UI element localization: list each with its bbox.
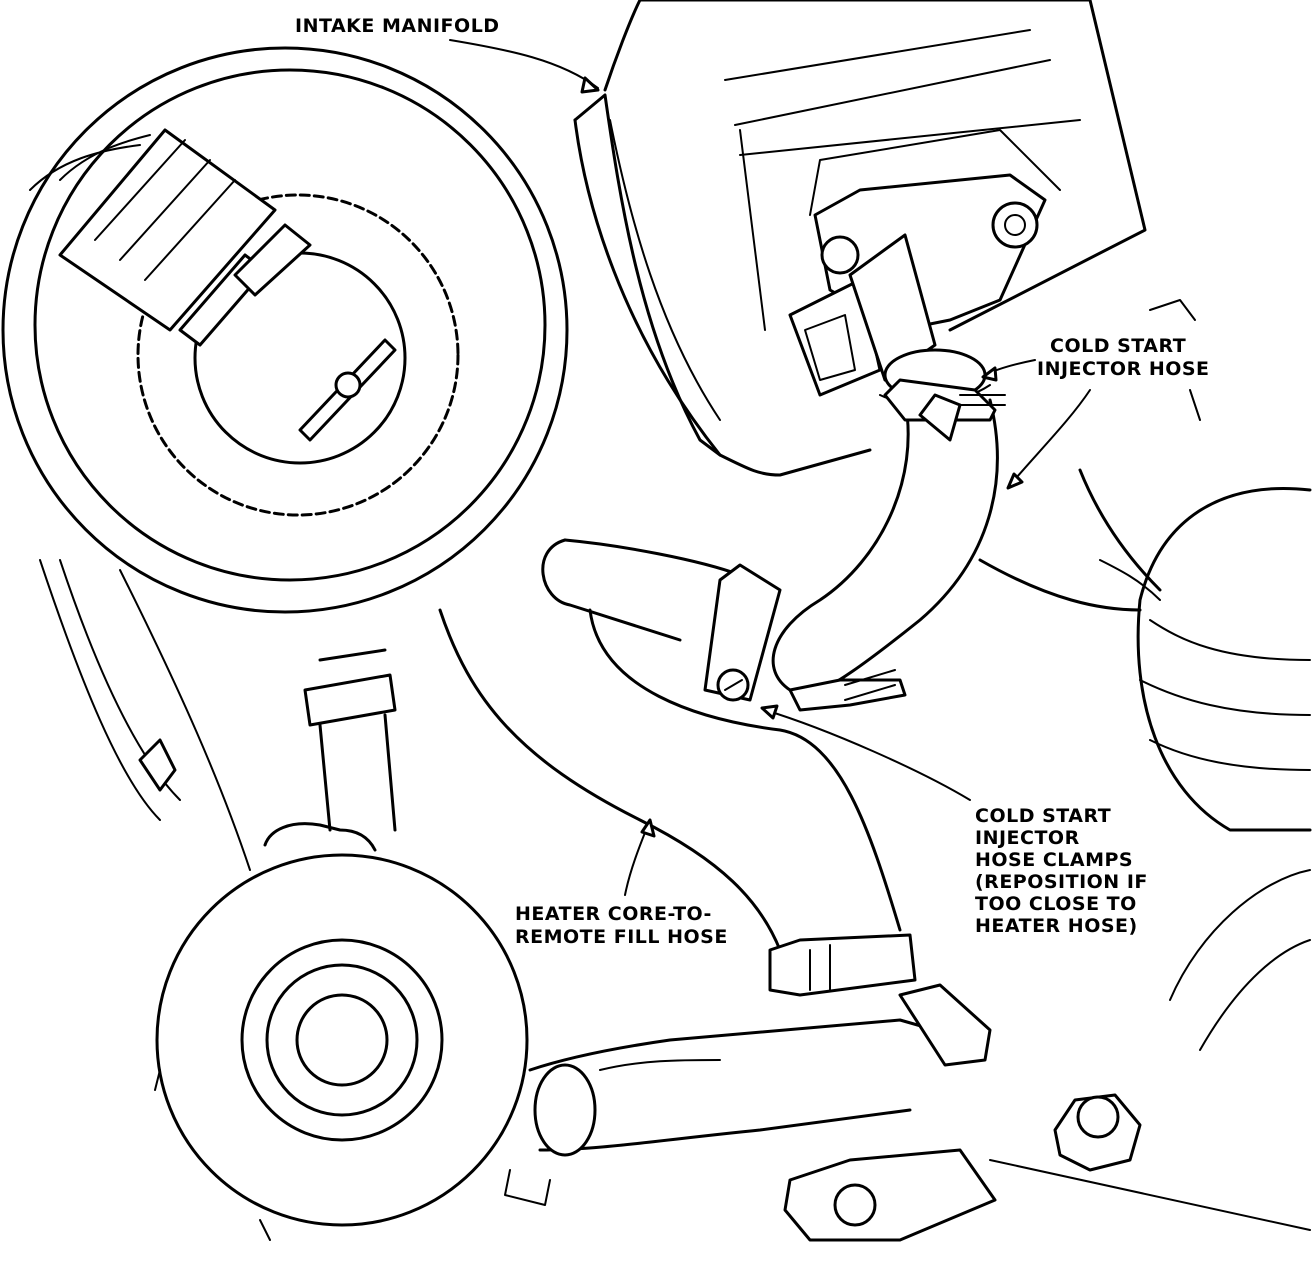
cold-start-hose-label: COLD START INJECTOR HOSE xyxy=(1037,335,1210,380)
hose-clamps-line-6: HEATER HOSE) xyxy=(975,915,1138,937)
heater-hose-line-1: HEATER CORE-TO- xyxy=(515,903,712,925)
water-pump-housing xyxy=(154,822,529,1241)
lower-heater-hose xyxy=(504,933,997,1242)
intake-manifold xyxy=(573,0,1147,477)
cold-start-hose-line-1: COLD START xyxy=(1050,335,1186,357)
heater-core-to-remote-fill-hose xyxy=(438,538,902,952)
hose-clamps-arrowhead xyxy=(760,704,779,720)
cold-start-hose-leader xyxy=(1009,389,1091,486)
hose-clamps-line-1: COLD START xyxy=(975,805,1111,827)
heater-hose-arrowhead xyxy=(640,818,656,838)
hose-clamps-line-2: INJECTOR xyxy=(975,827,1080,849)
cold-start-injector-hose xyxy=(771,378,1006,712)
heater-hose-leader xyxy=(624,824,649,896)
hose-clamps-leader xyxy=(764,709,971,801)
hose-clamps-line-5: TOO CLOSE TO xyxy=(975,893,1137,915)
hose-clamps-line-4: (REPOSITION IF xyxy=(975,871,1148,893)
left-bracket xyxy=(39,559,397,871)
intake-manifold-leader xyxy=(449,39,599,89)
intake-manifold-label: INTAKE MANIFOLD xyxy=(295,15,500,37)
hose-clamps-label: COLD START INJECTOR HOSE CLAMPS (REPOSIT… xyxy=(975,805,1155,937)
pulley-assembly xyxy=(1,46,569,614)
cold-start-hose-line-2: INJECTOR HOSE xyxy=(1037,358,1210,380)
heater-hose-line-2: REMOTE FILL HOSE xyxy=(515,926,728,948)
cold-start-hose-arrowhead xyxy=(1006,472,1024,490)
engine-block-right xyxy=(978,299,1312,1231)
leader-arrows xyxy=(449,39,1091,896)
hose-clamps-line-3: HOSE CLAMPS xyxy=(975,849,1133,871)
heater-hose-label: HEATER CORE-TO- REMOTE FILL HOSE xyxy=(515,903,728,948)
intake-manifold-arrowhead xyxy=(580,76,600,94)
cold-start-hose-arrowhead-top xyxy=(981,366,998,382)
